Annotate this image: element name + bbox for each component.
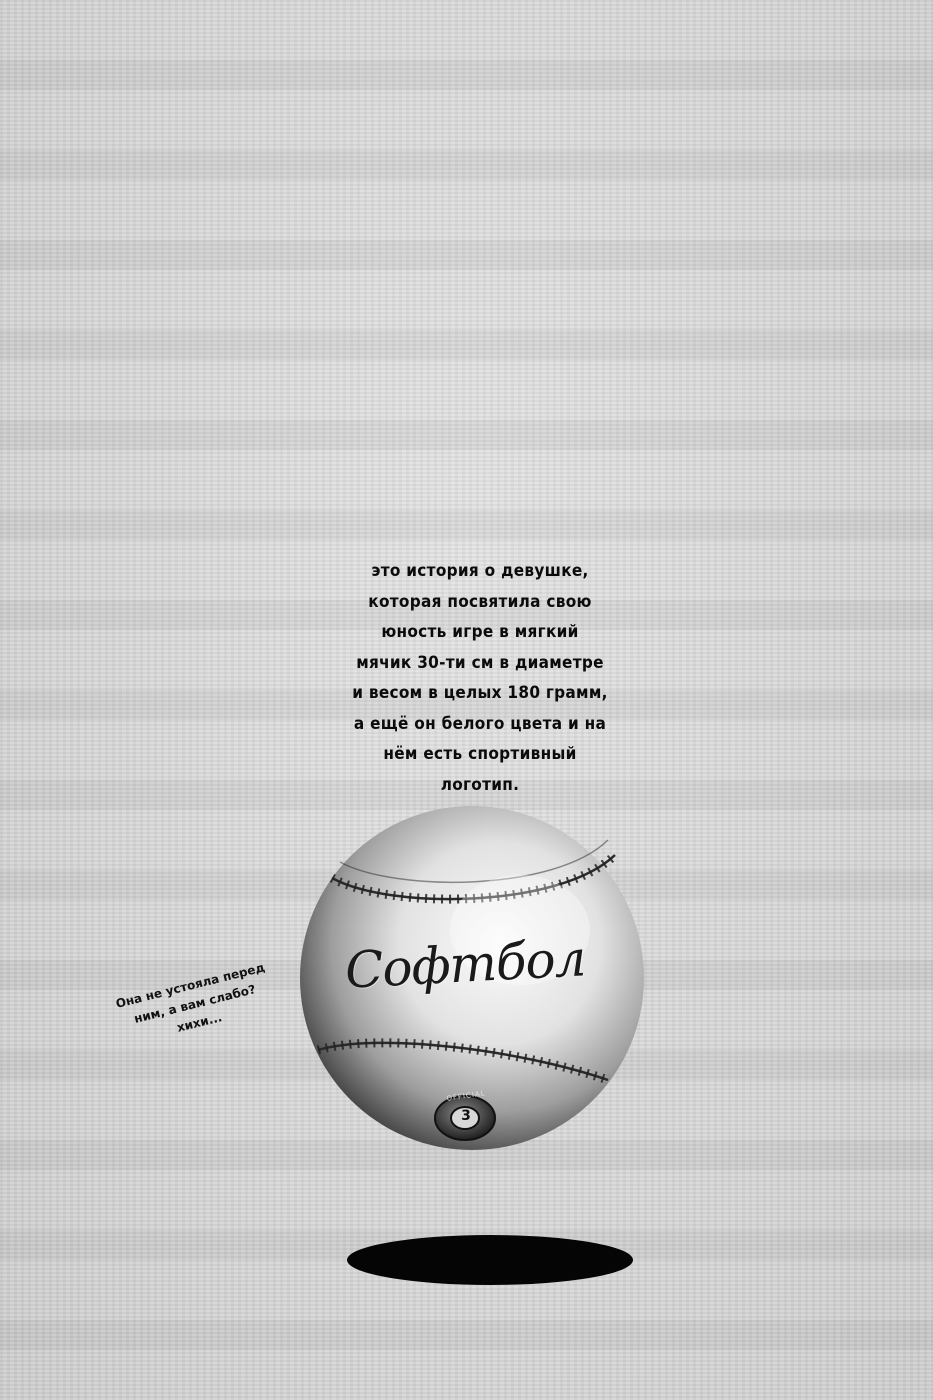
narration-line: юность игре в мягкий xyxy=(381,622,579,642)
narration-line: нём есть спортивный xyxy=(383,744,577,764)
translator-aside: Она не устояла перед ним, а вам слабо? х… xyxy=(96,954,294,1055)
narration-text: это история о девушке, которая посвятила… xyxy=(310,556,650,800)
narration-line: а ещё он белого цвета и на xyxy=(353,713,607,734)
official-badge-icon xyxy=(434,1095,496,1141)
narration-line: это история о девушке, xyxy=(371,561,589,581)
softball-illustration xyxy=(300,806,644,1150)
narration-line: которая посвятила свою xyxy=(368,591,592,612)
narration-line: и весом в целых 180 грамм, xyxy=(352,683,608,703)
badge-number: 3 xyxy=(461,1108,471,1124)
ball-shadow xyxy=(347,1235,633,1285)
narration-line: логотип. xyxy=(440,774,520,795)
narration-line: мячик 30-ти см в диаметре xyxy=(356,652,604,673)
